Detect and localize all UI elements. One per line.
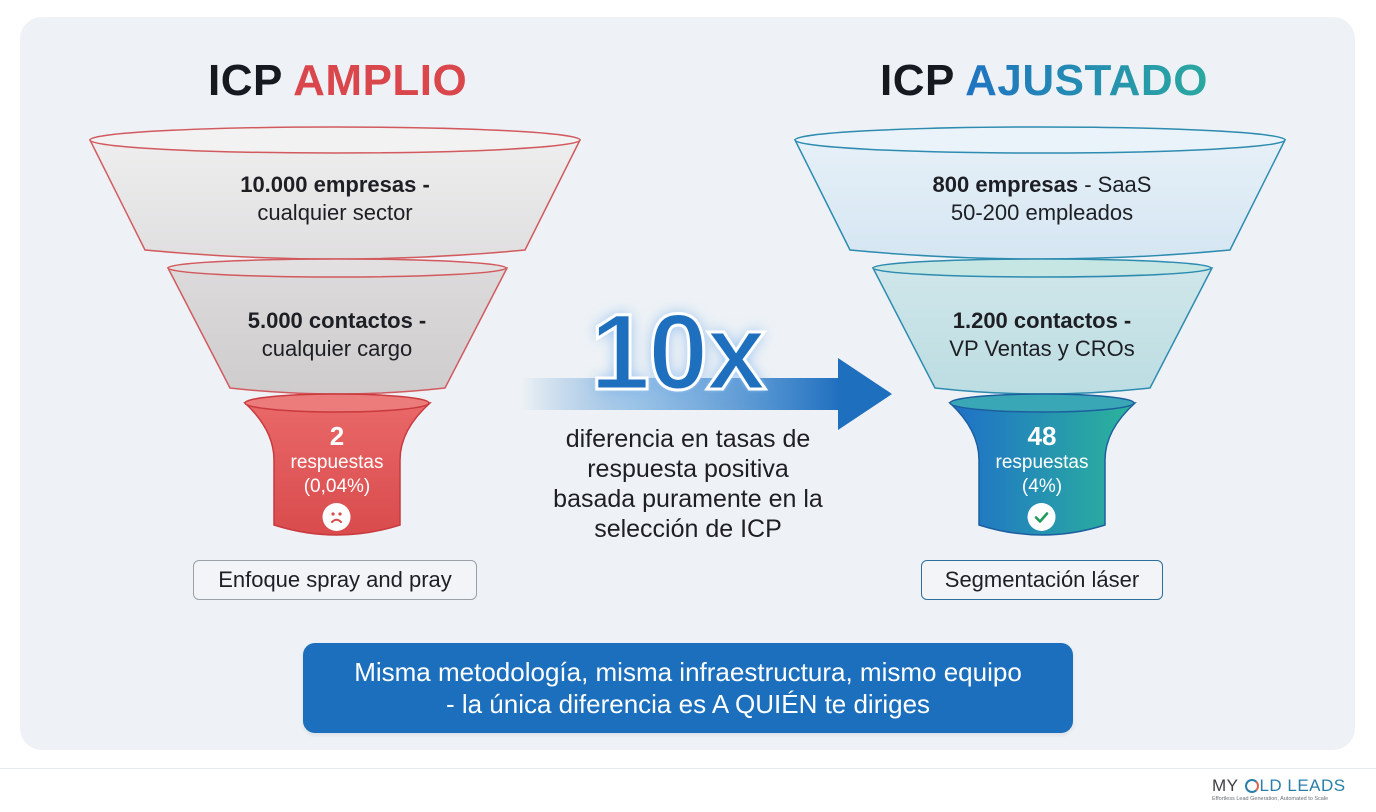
laser-segmentation-tag: Segmentación láser <box>921 560 1163 600</box>
center-description: diferencia en tasas de respuesta positiv… <box>553 425 823 543</box>
left-result: 2 respuestas (0,04%) <box>291 421 383 531</box>
right-stage1-label: 800 empresas - SaaS 50-200 empleados <box>932 172 1152 225</box>
left-funnel-stage2 <box>166 258 509 395</box>
arrow-right-icon <box>520 358 892 430</box>
left-funnel-stem <box>243 393 432 536</box>
left-title: ICP AMPLIO <box>208 56 468 105</box>
right-stage2-label: 1.200 contactos - VP Ventas y CROs <box>949 308 1135 361</box>
sad-face-icon <box>322 503 351 531</box>
right-funnel-stage1 <box>793 126 1287 260</box>
right-funnel-stage2 <box>871 258 1214 395</box>
conclusion-banner: Misma metodología, misma infraestructura… <box>303 643 1073 733</box>
left-stage2-label: 5.000 contactos - cualquier cargo <box>247 308 427 361</box>
left-stage1-label: 10.000 empresas - cualquier sector <box>240 172 430 225</box>
logo-c-icon <box>1245 779 1260 793</box>
check-circle-icon <box>1027 503 1056 531</box>
right-title: ICP AJUSTADO <box>880 56 1208 105</box>
my-cold-leads-logo: MY LD LEADS Effortless Lead Generation, … <box>1212 776 1346 803</box>
right-funnel-stem <box>948 393 1137 536</box>
spray-and-pray-tag: Enfoque spray and pray <box>193 560 477 600</box>
multiplier-10x: 10x <box>588 290 767 413</box>
footer-divider <box>0 768 1376 769</box>
right-result: 48 respuestas (4%) <box>996 421 1088 531</box>
